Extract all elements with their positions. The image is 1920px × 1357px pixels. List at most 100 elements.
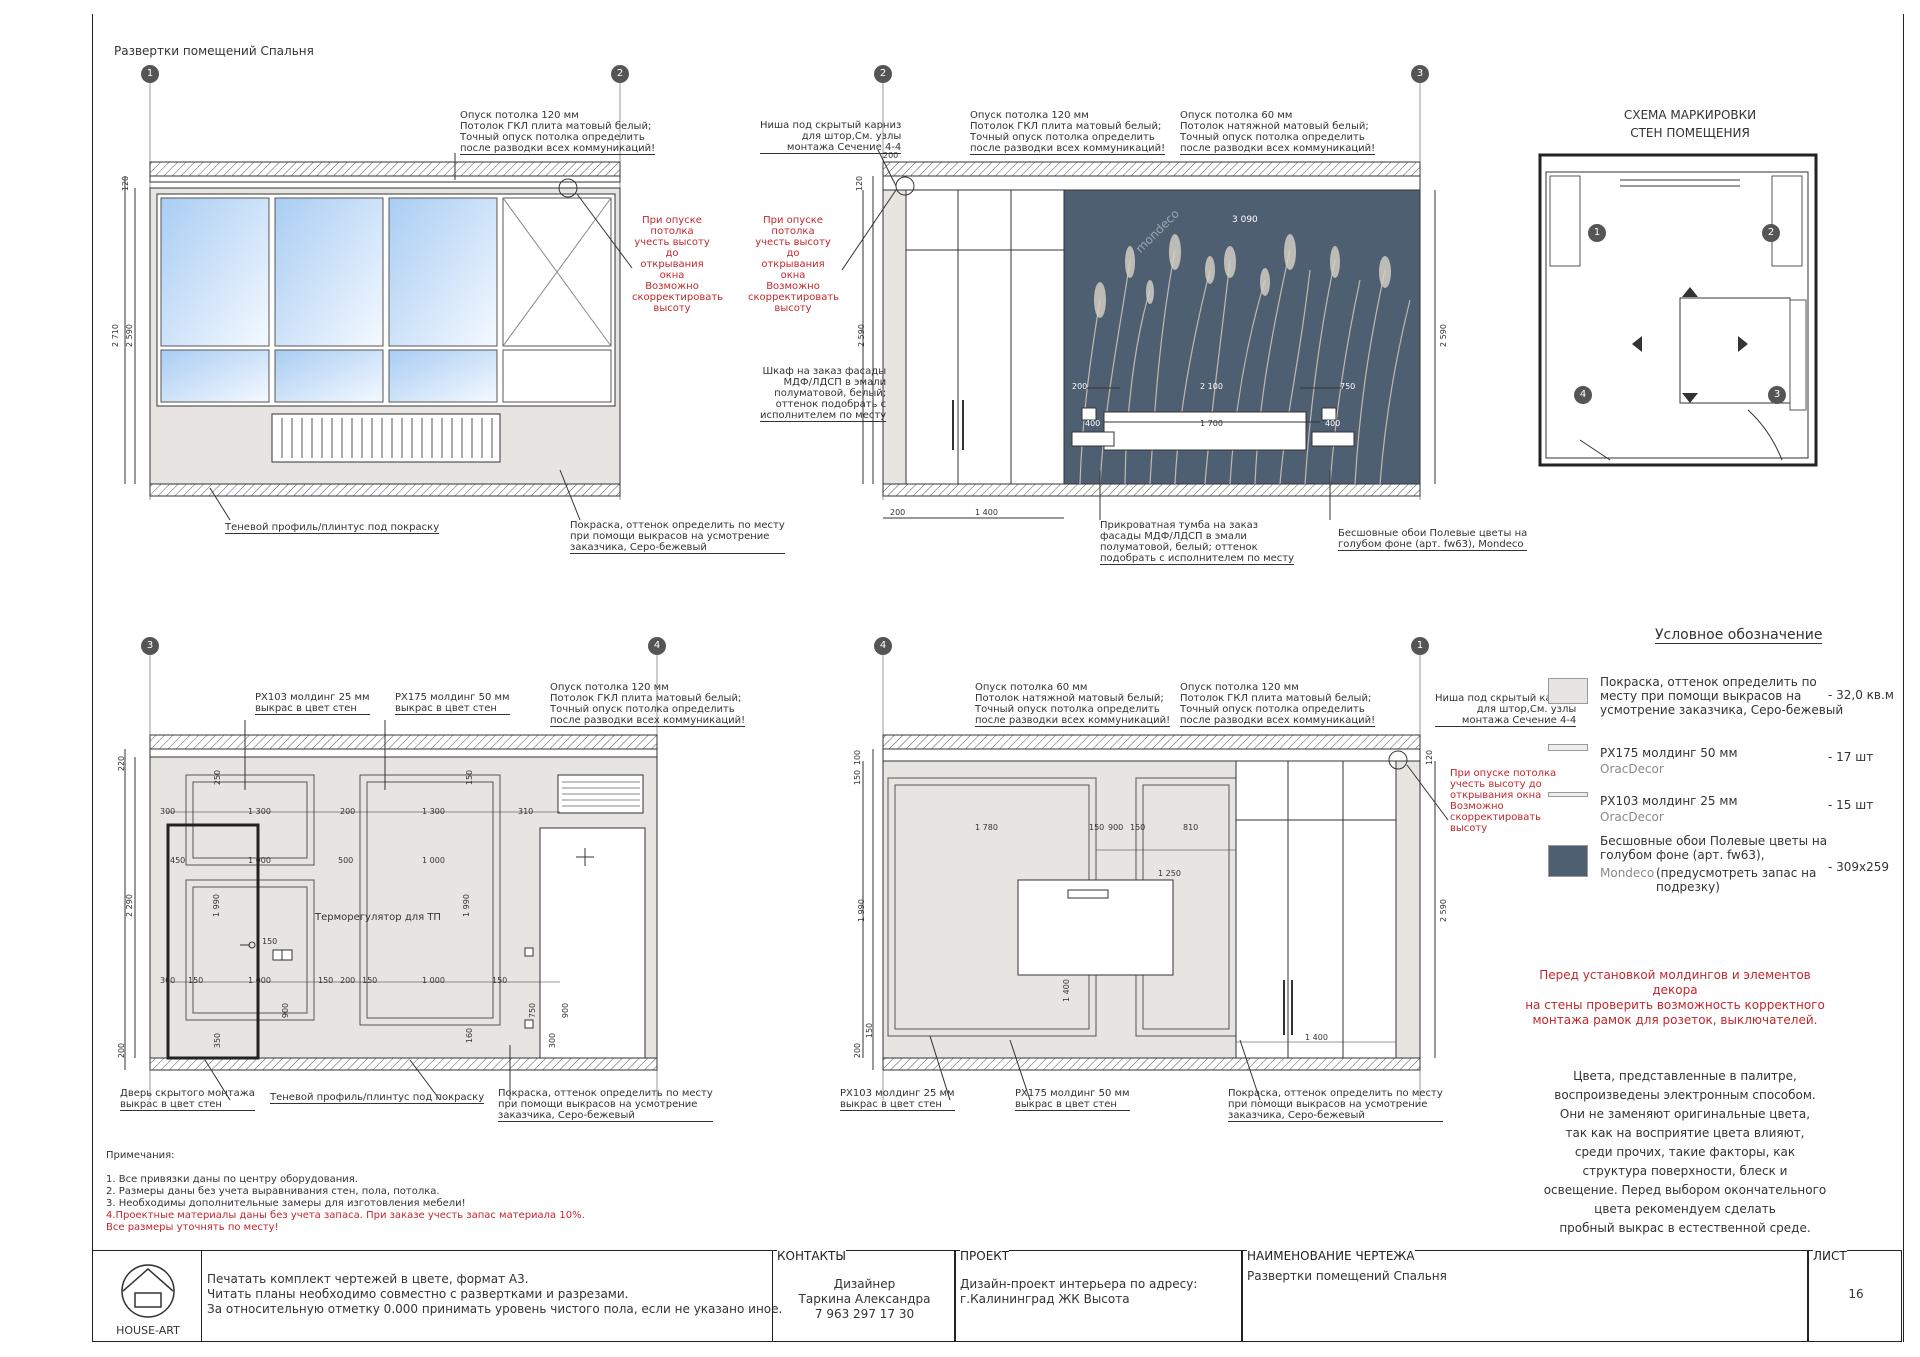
drawing-name-text: Развертки помещений Спальня: [1247, 1269, 1447, 1283]
elev2-niche-note: Ниша под скрытый карниз для штор,См. узл…: [760, 120, 902, 154]
legend-item-qty: - 15 шт: [1828, 798, 1874, 812]
dim-label: 1 250: [1158, 869, 1181, 878]
dim-label: 900: [1108, 823, 1124, 832]
dim-label: 250: [213, 769, 223, 786]
dim-label: 1 780: [975, 823, 998, 832]
marker-3: 3: [1411, 65, 1429, 83]
elev1-red-note: При опуске потолка учесть высоту до откр…: [632, 215, 724, 314]
marker-4: 4: [874, 637, 892, 655]
dim-label: 300: [548, 1032, 558, 1049]
drawing-name-header: НАИМЕНОВАНИЕ ЧЕРТЕЖА: [1247, 1249, 1415, 1263]
dim-label: 2 590: [1438, 324, 1448, 347]
dim-label: 200: [883, 151, 899, 160]
dim-label: 2 100: [1200, 382, 1223, 391]
legend-swatch-wallpaper: [1548, 845, 1588, 877]
marker-4: 4: [648, 637, 666, 655]
dim-label: 200: [340, 976, 356, 985]
dim-label: 1 400: [1061, 979, 1071, 1002]
elev4-paint-note: Покраска, оттенок определить по месту пр…: [1228, 1088, 1443, 1122]
scheme-title-1: СХЕМА МАРКИРОВКИ: [1623, 108, 1757, 122]
scheme-title-2: СТЕН ПОМЕЩЕНИЯ: [1630, 126, 1750, 140]
logo-cell: HOUSE-ART: [92, 1250, 202, 1342]
note-line: 2. Размеры даны без учета выравнивания с…: [106, 1186, 440, 1197]
dim-label: 750: [528, 1002, 538, 1019]
dim-label: 1 300: [422, 807, 445, 816]
note-line: 3. Необходимы дополнительные замеры для …: [106, 1198, 466, 1209]
dim-label: 150: [853, 769, 863, 786]
dim-label: 1 000: [422, 976, 445, 985]
sheet-header: ЛИСТ: [1813, 1249, 1847, 1263]
dim-label: 120: [855, 175, 865, 192]
dim-label: 2 710: [110, 324, 120, 347]
dim-label: 150: [465, 769, 475, 786]
dim-label: 150: [492, 976, 508, 985]
scheme-plan: [1538, 153, 1818, 467]
dim-label: 1 000: [248, 976, 271, 985]
sheet-frame: [92, 14, 1904, 1342]
dim-label: 810: [1183, 823, 1199, 832]
logo-text: HOUSE-ART: [116, 1324, 180, 1337]
elev3-mold25-note: PX103 молдинг 25 мм выкрас в цвет стен: [255, 692, 370, 715]
project-header: ПРОЕКТ: [960, 1249, 1010, 1263]
dim-label: 400: [1325, 419, 1341, 428]
dim-label: 400: [1085, 419, 1101, 428]
elevation-3: [124, 655, 658, 1101]
dim-label: 350: [213, 1032, 223, 1049]
dim-label: 450: [170, 856, 186, 865]
legend-item-brand: OracDecor: [1600, 762, 1664, 776]
dim-label: 150: [1089, 823, 1105, 832]
dim-label: 150: [865, 1022, 875, 1039]
dim-label: 1 000: [248, 856, 271, 865]
legend-item-text: PX103 молдинг 25 мм: [1600, 794, 1738, 808]
dim-label: 1 990: [211, 894, 221, 917]
elev4-ceiling120-note: Опуск потолка 120 мм Потолок ГКЛ плита м…: [1180, 682, 1376, 727]
dim-label: 150: [1130, 823, 1146, 832]
marker-2: 2: [611, 65, 629, 83]
dim-label: 200: [853, 1042, 863, 1059]
dim-label: 900: [561, 1002, 571, 1019]
dim-label: 220: [117, 755, 127, 772]
dim-label: 2 590: [1438, 899, 1448, 922]
elev2-wardrobe-note: Шкаф на заказ фасады МДФ/ЛДСП в эмали по…: [760, 366, 887, 422]
elev3-paint-note: Покраска, оттенок определить по месту пр…: [498, 1088, 713, 1122]
legend-item-text: Бесшовные обои Полевые цветы на голубом …: [1600, 834, 1828, 862]
legend-title: Условное обозначение: [1655, 627, 1823, 644]
dim-label: 1 700: [1200, 419, 1223, 428]
legend-item-brand: Mondeco: [1600, 866, 1655, 880]
elev3-shadow-note: Теневой профиль/плинтус под покраску: [270, 1092, 485, 1104]
elev1-shadow-note: Теневой профиль/плинтус под покраску: [225, 522, 440, 534]
elev4-mold25-note: PX103 молдинг 25 мм выкрас в цвет стен: [840, 1088, 955, 1111]
elev2-bedside-note: Прикроватная тумба на заказ фасады МДФ/Л…: [1100, 520, 1295, 565]
sheet-number: 16: [1848, 1287, 1864, 1301]
elev2-ceiling60-note: Опуск потолка 60 мм Потолок натяжной мат…: [1180, 110, 1376, 155]
dim-label: 2 590: [124, 324, 134, 347]
elev2-wallpaper-note: Бесшовные обои Полевые цветы на голубом …: [1338, 528, 1528, 551]
contacts-cell: КОНТАКТЫ Дизайнер Таркина Александра 7 9…: [772, 1249, 955, 1342]
dim-label: 160: [465, 1027, 475, 1044]
elev4-mold50-note: PX175 молдинг 50 мм выкрас в цвет стен: [1015, 1088, 1130, 1111]
elevation-1: [124, 70, 633, 521]
elev3-door-note: Дверь скрытого монтажа выкрас в цвет сте…: [120, 1088, 255, 1111]
dim-label: 1 300: [248, 807, 271, 816]
elevation-4: [862, 655, 1449, 1101]
elev4-red-note: При опуске потолка учесть высоту до откр…: [1450, 768, 1557, 834]
dim-label: 120: [1425, 749, 1435, 766]
marker-1: 1: [141, 65, 159, 83]
note-line: 1. Все привязки даны по центру оборудова…: [106, 1174, 358, 1185]
dim-label: 150: [318, 976, 334, 985]
elev1-paint-note: Покраска, оттенок определить по месту пр…: [570, 520, 785, 554]
legend-item-brand: OracDecor: [1600, 810, 1664, 824]
contacts-text: Дизайнер Таркина Александра 7 963 297 17…: [798, 1277, 931, 1321]
dim-label: 2 590: [856, 324, 866, 347]
elev4-ceiling60-note: Опуск потолка 60 мм Потолок натяжной мат…: [975, 682, 1171, 727]
legend-item-qty: - 32,0 кв.м: [1828, 688, 1894, 702]
dim-label: 500: [338, 856, 354, 865]
red-warning: Перед установкой молдингов и элементов д…: [1525, 968, 1825, 1027]
dim-label: 1 990: [461, 894, 471, 917]
drawing-name-cell: НАИМЕНОВАНИЕ ЧЕРТЕЖА Развертки помещений…: [1242, 1249, 1808, 1342]
marker-2: 2: [874, 65, 892, 83]
note-line-red: Все размеры уточнять по месту!: [106, 1222, 279, 1233]
dim-label: 200: [1072, 382, 1088, 391]
dim-label: 150: [188, 976, 204, 985]
dim-label: 1 990: [856, 899, 866, 922]
